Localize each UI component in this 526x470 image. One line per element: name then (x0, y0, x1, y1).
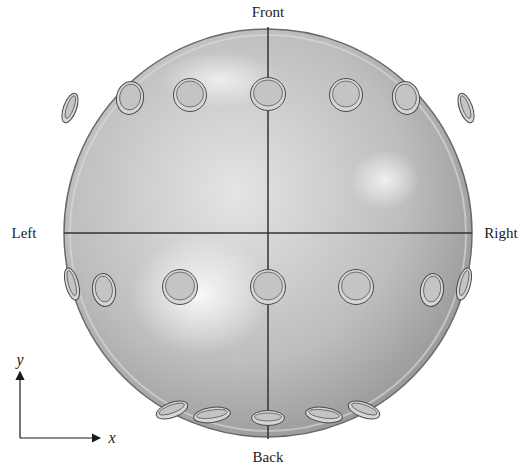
direction-label: Right (484, 226, 517, 241)
electrode (114, 79, 146, 116)
electrode (453, 266, 474, 301)
y-axis-arrow (19, 372, 20, 438)
axis-line (64, 232, 472, 234)
electrodes (59, 78, 478, 426)
electrode (251, 270, 286, 305)
electrode (90, 272, 117, 308)
electrode (163, 270, 198, 305)
direction-label: Left (12, 226, 37, 241)
electrode (251, 78, 286, 111)
electrode (174, 79, 207, 112)
electrode (346, 397, 382, 422)
electrode (61, 266, 82, 301)
electrode (418, 272, 445, 308)
electrode (455, 91, 478, 125)
electrode (154, 397, 190, 422)
electrode (59, 91, 82, 125)
axis-label: x (108, 430, 115, 446)
direction-label: Back (253, 450, 284, 465)
electrode (252, 411, 285, 426)
x-axis-arrow (20, 437, 100, 438)
electrode (193, 405, 232, 425)
electrode (390, 79, 422, 116)
axis-label: y (16, 352, 23, 368)
electrode (305, 405, 344, 425)
electrode (330, 79, 363, 112)
direction-label: Front (252, 5, 285, 20)
electrode (339, 270, 374, 305)
